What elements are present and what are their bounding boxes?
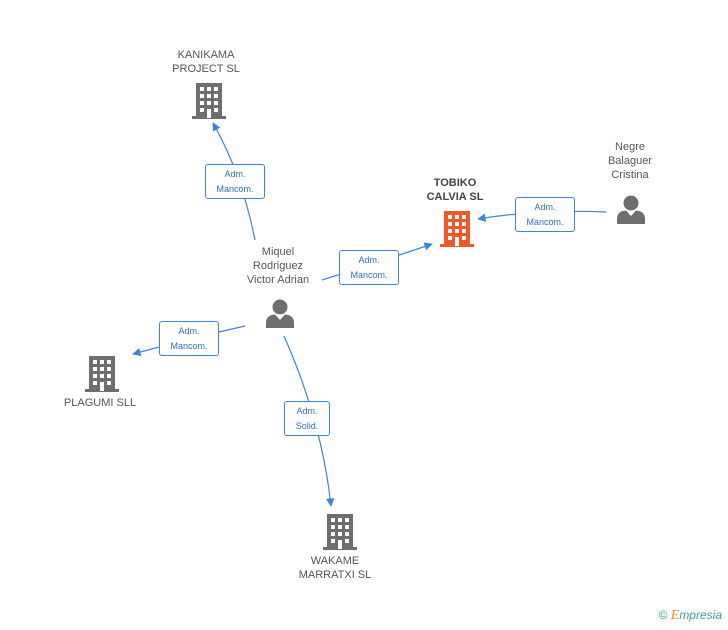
copyright-symbol: ©: [658, 608, 668, 622]
edge-label-miquel-plagumi[interactable]: Adm. Mancom.: [159, 321, 219, 356]
edge-label-miquel-kanikama[interactable]: Adm. Mancom.: [205, 164, 265, 199]
brand-name: mpresia: [679, 608, 722, 622]
building-icon[interactable]: [440, 211, 474, 247]
building-icon[interactable]: [192, 83, 226, 119]
edge-label-negre-tobiko[interactable]: Adm. Mancom.: [515, 197, 575, 232]
building-icon[interactable]: [85, 356, 119, 392]
node-label-wakame: WAKAME MARRATXI SL: [298, 555, 372, 581]
person-icon[interactable]: [265, 298, 295, 328]
edge-label-miquel-tobiko[interactable]: Adm. Mancom.: [339, 250, 399, 285]
node-label-miquel: Miquel Rodriguez Victor Adrian: [246, 246, 310, 286]
node-label-plagumi: PLAGUMI SLL: [63, 397, 137, 409]
person-icon[interactable]: [616, 194, 646, 224]
node-label-tobiko: TOBIKO CALVIA SL: [426, 177, 484, 203]
brand-initial: E: [670, 608, 680, 623]
node-label-kanikama: KANIKAMA PROJECT SL: [172, 49, 240, 75]
edge-label-miquel-wakame[interactable]: Adm. Solid.: [284, 401, 330, 436]
node-label-negre: Negre Balaguer Cristina: [607, 141, 653, 181]
building-icon[interactable]: [323, 514, 357, 550]
footer-brand: © Empresia: [659, 608, 722, 624]
